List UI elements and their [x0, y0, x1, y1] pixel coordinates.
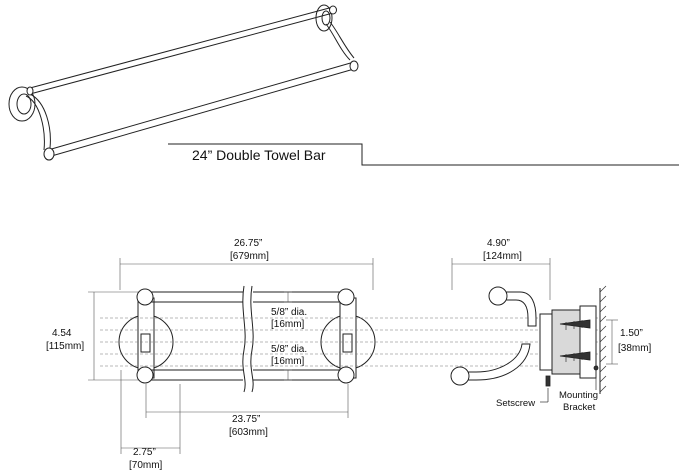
bar-dia-top-imperial: 5/8” dia.	[271, 307, 307, 318]
bar-dia-bottom-metric: [16mm]	[271, 356, 305, 367]
mounting-bracket-label-2: Bracket	[563, 402, 596, 413]
projection-metric: [124mm]	[483, 251, 522, 262]
base-diameter-metric: [38mm]	[618, 343, 652, 354]
bracket-offset-imperial: 2.75”	[133, 447, 156, 458]
title-block: 24” Double Towel Bar	[168, 143, 679, 166]
center-distance-metric: [603mm]	[229, 427, 268, 438]
projection-imperial: 4.90”	[487, 238, 510, 249]
front-view: 26.75” [679mm] 4.54 [115mm]	[46, 238, 376, 471]
bar-dia-bottom-imperial: 5/8” dia.	[271, 344, 307, 355]
mounting-bracket-label-1: Mounting	[559, 390, 598, 401]
mounting-bracket-mark	[593, 365, 599, 371]
height-imperial: 4.54	[52, 328, 72, 339]
overall-length-metric: [679mm]	[230, 251, 269, 262]
isometric-illustration	[8, 4, 359, 161]
product-title: 24” Double Towel Bar	[192, 147, 326, 163]
bracket-offset-metric: [70mm]	[129, 460, 163, 471]
bar-dia-top-metric: [16mm]	[271, 319, 305, 330]
center-distance-imperial: 23.75”	[232, 414, 260, 425]
setscrew-label: Setscrew	[496, 398, 535, 409]
side-view: 4.90” [124mm]	[450, 238, 652, 413]
setscrew-mark	[545, 375, 551, 387]
base-diameter-imperial: 1.50”	[620, 328, 643, 339]
height-metric: [115mm]	[46, 341, 84, 352]
overall-length-imperial: 26.75”	[234, 238, 262, 249]
